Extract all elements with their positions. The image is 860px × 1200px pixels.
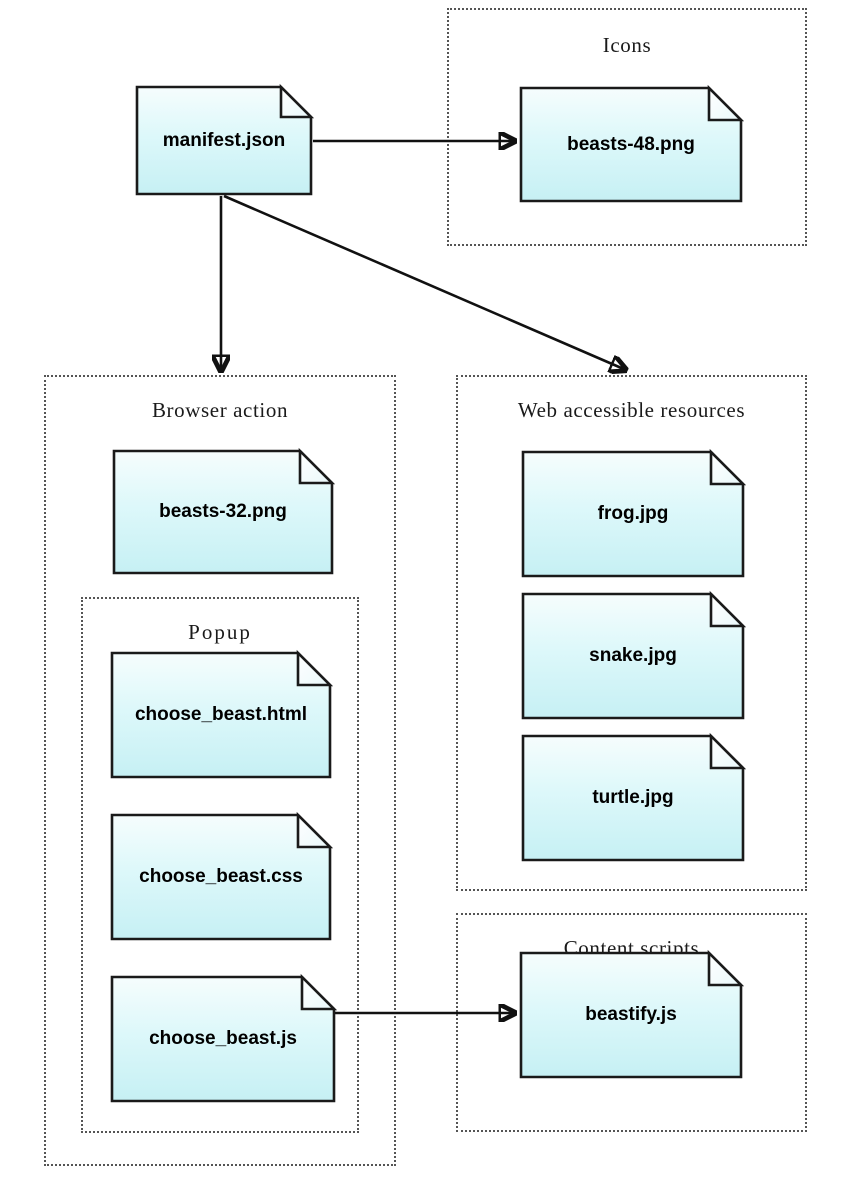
node-turtle-jpg[interactable]: turtle.jpg	[521, 732, 747, 862]
document-shape-icon	[112, 447, 336, 575]
group-browser-action: Browser action	[44, 375, 396, 1166]
group-popup-title: Popup	[188, 620, 252, 644]
group-icons: Icons	[447, 8, 807, 246]
group-web-accessible-resources-title: Web accessible resources	[517, 398, 746, 422]
node-beasts-48-png[interactable]: beasts-48.png	[519, 84, 745, 203]
group-browser-action-title: Browser action	[151, 398, 289, 422]
group-web-accessible-resources: Web accessible resources	[456, 375, 807, 891]
node-choose-beast-html[interactable]: choose_beast.html	[110, 649, 334, 779]
document-shape-icon	[521, 732, 747, 862]
document-shape-icon	[135, 83, 315, 196]
node-choose-beast-js[interactable]: choose_beast.js	[110, 973, 338, 1103]
document-shape-icon	[519, 84, 745, 203]
document-shape-icon	[110, 649, 334, 779]
node-frog-jpg[interactable]: frog.jpg	[521, 448, 747, 578]
document-shape-icon	[110, 973, 338, 1103]
node-choose-beast-css[interactable]: choose_beast.css	[110, 811, 334, 941]
node-manifest-json[interactable]: manifest.json	[135, 83, 315, 196]
document-shape-icon	[519, 949, 745, 1079]
document-shape-icon	[521, 448, 747, 578]
node-beastify-js[interactable]: beastify.js	[519, 949, 745, 1079]
node-beasts-32-png[interactable]: beasts-32.png	[112, 447, 336, 575]
document-shape-icon	[521, 590, 747, 720]
node-snake-jpg[interactable]: snake.jpg	[521, 590, 747, 720]
document-shape-icon	[110, 811, 334, 941]
group-popup: Popup	[81, 597, 359, 1133]
group-icons-title: Icons	[602, 33, 652, 57]
